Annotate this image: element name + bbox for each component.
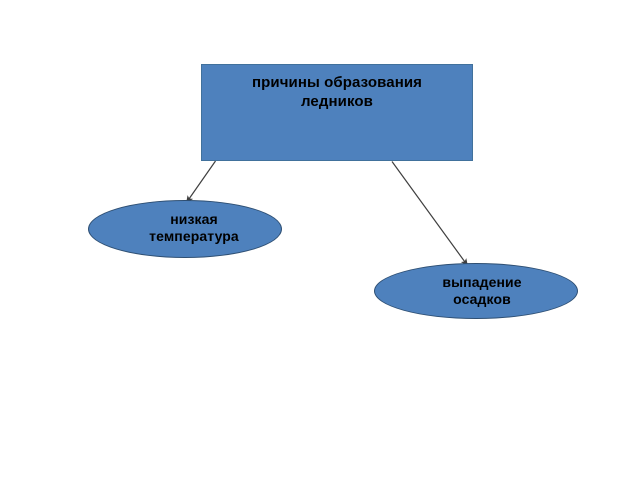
node-root-causes-of-glacier-formation[interactable]: причины образования ледников xyxy=(201,64,473,161)
connector-root-to-low-temperature xyxy=(186,160,216,204)
node-root-label: причины образования ледников xyxy=(251,74,423,110)
node-cause-precipitation-label: выпадение осадков xyxy=(442,274,522,307)
node-cause-low-temperature[interactable]: низкая температура xyxy=(88,200,282,258)
node-cause-precipitation[interactable]: выпадение осадков xyxy=(374,263,578,319)
connector-root-to-precipitation xyxy=(391,161,468,267)
node-cause-low-temperature-label: низкая температура xyxy=(149,211,239,244)
